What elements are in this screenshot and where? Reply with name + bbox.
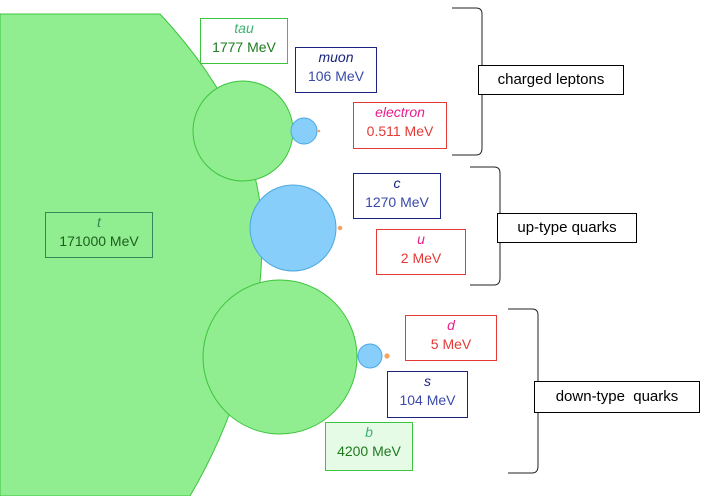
up-label: u 2 MeV <box>376 229 466 275</box>
electron-name: electron <box>375 104 425 120</box>
top-label: t 171000 MeV <box>45 212 153 258</box>
strange-name: s <box>424 373 431 389</box>
charm-label: c 1270 MeV <box>353 173 441 219</box>
bottom-mass: 4200 MeV <box>337 443 401 459</box>
up-dot <box>337 225 343 231</box>
charm-name: c <box>393 175 401 191</box>
down-type-quarks-label: down-type quarks <box>534 381 700 413</box>
muon-label: muon 106 MeV <box>295 47 377 93</box>
strange-mass: 104 MeV <box>399 392 456 408</box>
tau-mass: 1777 MeV <box>212 39 276 55</box>
charm-circle <box>249 184 337 272</box>
top-name: t <box>97 214 101 230</box>
strange-circle <box>357 343 383 369</box>
down-dot <box>384 353 390 359</box>
charm-mass: 1270 MeV <box>365 194 429 210</box>
tau-circle <box>192 80 294 182</box>
bottom-name: b <box>365 424 373 440</box>
electron-dot <box>317 129 321 133</box>
top-mass: 171000 MeV <box>59 233 139 249</box>
charged-leptons-label: charged leptons <box>478 65 624 95</box>
electron-label: electron 0.511 MeV <box>353 102 447 149</box>
strange-label: s 104 MeV <box>387 371 468 418</box>
tau-name: tau <box>234 20 254 36</box>
up-name: u <box>417 231 425 247</box>
up-mass: 2 MeV <box>400 250 442 266</box>
muon-circle <box>290 117 318 145</box>
muon-name: muon <box>318 49 354 65</box>
bottom-circle <box>202 279 358 435</box>
electron-mass: 0.511 MeV <box>366 123 434 139</box>
up-type-quarks-label: up-type quarks <box>497 213 637 243</box>
down-label: d 5 MeV <box>405 315 497 361</box>
down-mass: 5 MeV <box>430 336 472 352</box>
bottom-label: b 4200 MeV <box>325 422 413 471</box>
muon-mass: 106 MeV <box>307 68 365 84</box>
tau-label: tau 1777 MeV <box>200 18 288 64</box>
down-name: d <box>447 317 455 333</box>
